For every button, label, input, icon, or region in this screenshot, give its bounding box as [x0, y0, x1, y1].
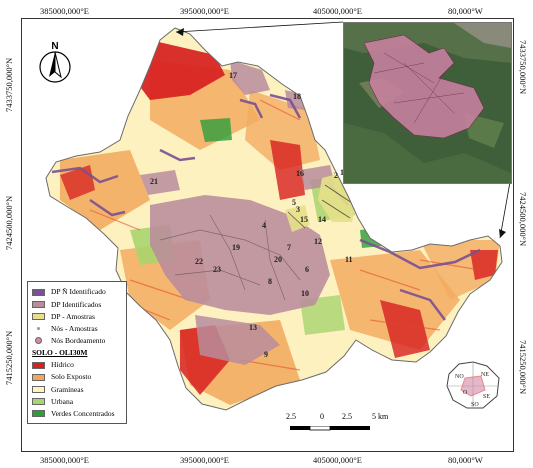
map-label-20: 20: [274, 255, 282, 264]
map-label-4: 4: [262, 221, 266, 230]
legend-item-urban: Urbana: [32, 396, 122, 408]
map-label-21: 21: [150, 177, 158, 186]
coord-top-1: 385000,000°E: [40, 6, 89, 16]
legend-item-exposed-soil: Solo Exposto: [32, 371, 122, 383]
map-label-8: 8: [268, 277, 272, 286]
scale-label-3: 2.5: [342, 412, 352, 421]
legend-swatch: [32, 312, 45, 320]
map-label-10: 10: [301, 289, 309, 298]
legend-swatch: [32, 373, 45, 381]
satellite-inset: [343, 22, 512, 184]
legend-item-dp-not-identified: DP Ñ Identificado: [32, 286, 122, 298]
map-label-5: 5: [292, 198, 296, 207]
legend-swatch: [32, 385, 45, 393]
region-label-o: O: [463, 390, 468, 396]
region-label-ne: NE: [481, 372, 489, 378]
legend-item-dp-identified: DP Identificados: [32, 298, 122, 310]
legend-swatch: [32, 410, 45, 418]
map-label-15: 15: [300, 215, 308, 224]
coord-bottom-3: 405000,000°E: [313, 455, 362, 465]
coord-bottom-1: 385000,000°E: [40, 455, 89, 465]
legend-dot: [32, 337, 45, 345]
legend-item-dense-green: Verdes Concentrados: [32, 408, 122, 420]
scale-label-4: 5 km: [372, 412, 389, 421]
map-label-3: 3: [296, 205, 300, 214]
north-label: N: [51, 41, 58, 52]
map-label-19: 19: [232, 243, 240, 252]
legend-swatch: [32, 398, 45, 406]
map-label-1: 1: [340, 168, 344, 177]
map-label-14: 14: [318, 215, 326, 224]
coord-top-4: 80,000°W: [448, 6, 483, 16]
legend-item-hydric: Hídrico: [32, 359, 122, 371]
scale-label-2: 0: [320, 412, 324, 421]
legend-section-title: SOLO - OLI30M: [32, 348, 88, 358]
map-label-22: 22: [195, 257, 203, 266]
coord-top-3: 405000,000°E: [313, 6, 362, 16]
coord-bottom-4: 80,000°W: [448, 455, 483, 465]
map-label-16: 16: [296, 169, 304, 178]
north-arrow: N: [38, 40, 72, 89]
map-label-18: 18: [293, 92, 301, 101]
legend-item-grassland: Gramíneas: [32, 383, 122, 395]
legend-item-border-nodes: Nós Bordeamento: [32, 335, 122, 347]
map-label-13: 13: [249, 323, 257, 332]
map-label-23: 23: [213, 265, 221, 274]
map-label-9: 9: [264, 350, 268, 359]
legend-item-sample-nodes: Nós - Amostras: [32, 323, 122, 335]
coord-bottom-2: 395000,000°E: [180, 455, 229, 465]
map-label-12: 12: [314, 237, 322, 246]
region-label-se: SE: [483, 394, 490, 400]
legend-swatch: [32, 300, 45, 308]
coord-top-2: 395000,000°E: [180, 6, 229, 16]
map-label-6: 6: [305, 265, 309, 274]
regional-locator-map: NO NE O SE SO: [443, 356, 503, 419]
legend-swatch: [32, 288, 45, 296]
legend-item-dp-samples: DP - Amostras: [32, 310, 122, 322]
region-label-no: NO: [455, 374, 464, 380]
legend-swatch: [32, 361, 45, 369]
map-label-17: 17: [229, 71, 237, 80]
region-label-so: SO: [471, 402, 479, 408]
legend-dot: [32, 325, 45, 332]
map-label-7: 7: [287, 243, 291, 252]
map-label-2: 2: [334, 171, 338, 180]
map-legend: DP Ñ Identificado DP Identificados DP - …: [27, 281, 127, 424]
map-label-11: 11: [345, 255, 353, 264]
scale-label-1: 2.5: [286, 412, 296, 421]
land-cover-layers: [51, 40, 500, 405]
